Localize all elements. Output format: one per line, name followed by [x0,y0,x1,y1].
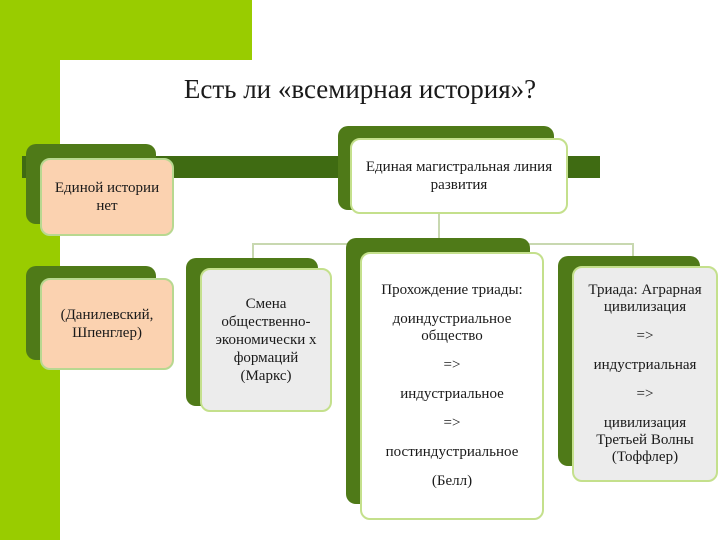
box-toffler: Триада: Аграрная цивилизация => индустри… [572,266,718,482]
bell-line-7: (Белл) [431,473,473,489]
box-single-main-line: Единая магистральная линия развития [350,138,568,214]
box-no-single-history: Единой истории нет [40,158,174,236]
toffler-line-3: индустриальная [593,357,697,373]
toffler-line-5: цивилизация Третьей Волны (Тоффлер) [596,415,694,465]
box-danilevsky-spengler-label: (Данилевский, Шпенглер) [60,307,154,341]
toffler-line-4: => [636,386,654,402]
bell-line-4: индустриальное [400,386,504,402]
box-marx-label: Смена общественно-экономически х формаци… [215,296,317,384]
box-marx: Смена общественно-экономически х формаци… [200,268,332,412]
box-danilevsky-spengler: (Данилевский, Шпенглер) [40,278,174,370]
bell-line-5: => [443,415,461,431]
bell-line-3: => [443,357,461,373]
toffler-line-1: Триада: Аграрная цивилизация [588,282,702,315]
toffler-line-2: => [636,328,654,344]
connector-drop-marx [252,243,254,269]
bell-line-2: доиндустриальное общество [392,311,512,344]
box-no-single-history-label: Единой истории нет [54,180,160,214]
box-single-main-line-label: Единая магистральная линия развития [365,159,553,193]
connector-vertical-main [438,214,440,244]
bell-line-6: постиндустриальное [385,444,519,460]
box-bell: Прохождение триады: доиндустриальное общ… [360,252,544,520]
page-title: Есть ли «всемирная история»? [183,74,537,104]
bell-line-1: Прохождение триады: [381,282,523,298]
